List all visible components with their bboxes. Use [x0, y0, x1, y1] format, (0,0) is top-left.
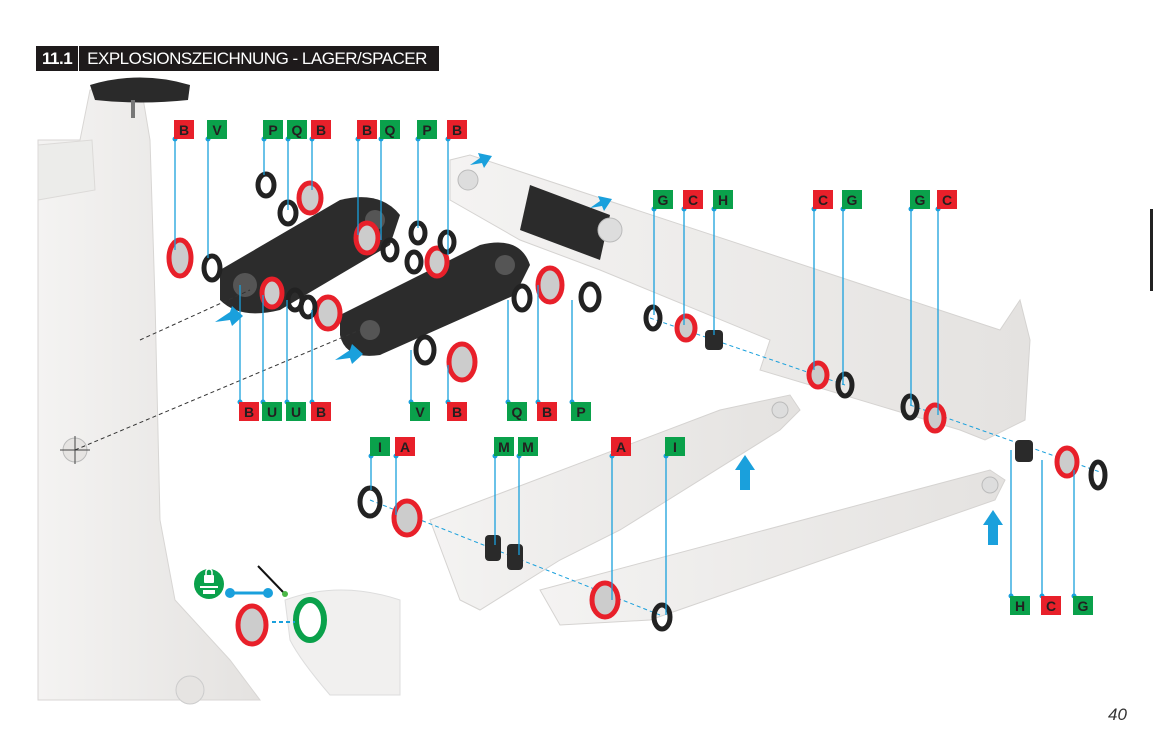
bearing-label-b: B [311, 402, 331, 421]
inset-detail [225, 565, 401, 696]
bearing-label-b: B [239, 402, 259, 421]
spacer-label-v: V [207, 120, 227, 139]
spacers [201, 171, 1108, 632]
bearing-label-a: A [395, 437, 415, 456]
spacer-label-i: I [370, 437, 390, 456]
bearing-label-c: C [683, 190, 703, 209]
spacer-label-u: U [286, 402, 306, 421]
rear-stays [429, 394, 1006, 626]
spacer-label-g: G [1073, 596, 1093, 615]
bearing-label-a: A [611, 437, 631, 456]
section-number: 11.1 [36, 46, 80, 71]
spacer-label-g: G [653, 190, 673, 209]
spacer-label-q: Q [287, 120, 307, 139]
bearing-label-c: C [813, 190, 833, 209]
axle-bushings [485, 330, 1033, 570]
bearing-label-b: B [311, 120, 331, 139]
bearing-label-b: B [537, 402, 557, 421]
section-header: 11.1 EXPLOSIONSZEICHNUNG - LAGER/SPACER [36, 46, 439, 71]
page-number: 40 [1108, 705, 1127, 724]
bearing-label-b: B [447, 402, 467, 421]
spacer-label-m: M [518, 437, 538, 456]
section-title: EXPLOSIONSZEICHNUNG - LAGER/SPACER [87, 48, 427, 68]
spacer-label-h: H [1010, 596, 1030, 615]
spacer-label-i: I [665, 437, 685, 456]
spacer-label-p: P [263, 120, 283, 139]
spacer-label-h: H [713, 190, 733, 209]
bearing-label-c: C [1041, 596, 1061, 615]
bearing-label-b: B [447, 120, 467, 139]
spacer-label-g: G [910, 190, 930, 209]
spacer-label-p: P [571, 402, 591, 421]
spacer-label-q: Q [380, 120, 400, 139]
spacer-label-q: Q [507, 402, 527, 421]
spacer-label-m: M [494, 437, 514, 456]
top-tube [449, 154, 1031, 441]
rocker-link-right [340, 242, 530, 356]
leader-lines [172, 136, 1077, 615]
bearing-label-b: B [174, 120, 194, 139]
direction-arrows [215, 153, 1003, 545]
threadlocker-lock-icon [194, 568, 224, 599]
spacer-label-g: G [842, 190, 862, 209]
spacer-label-v: V [410, 402, 430, 421]
bearing-label-b: B [357, 120, 377, 139]
chapter-edge-marker [1150, 209, 1153, 291]
main-frame [37, 77, 261, 705]
bearing-label-c: C [937, 190, 957, 209]
spacer-label-u: U [262, 402, 282, 421]
spacer-label-p: P [417, 120, 437, 139]
bearings [166, 180, 1080, 647]
assembly-axis-lines [74, 289, 361, 451]
